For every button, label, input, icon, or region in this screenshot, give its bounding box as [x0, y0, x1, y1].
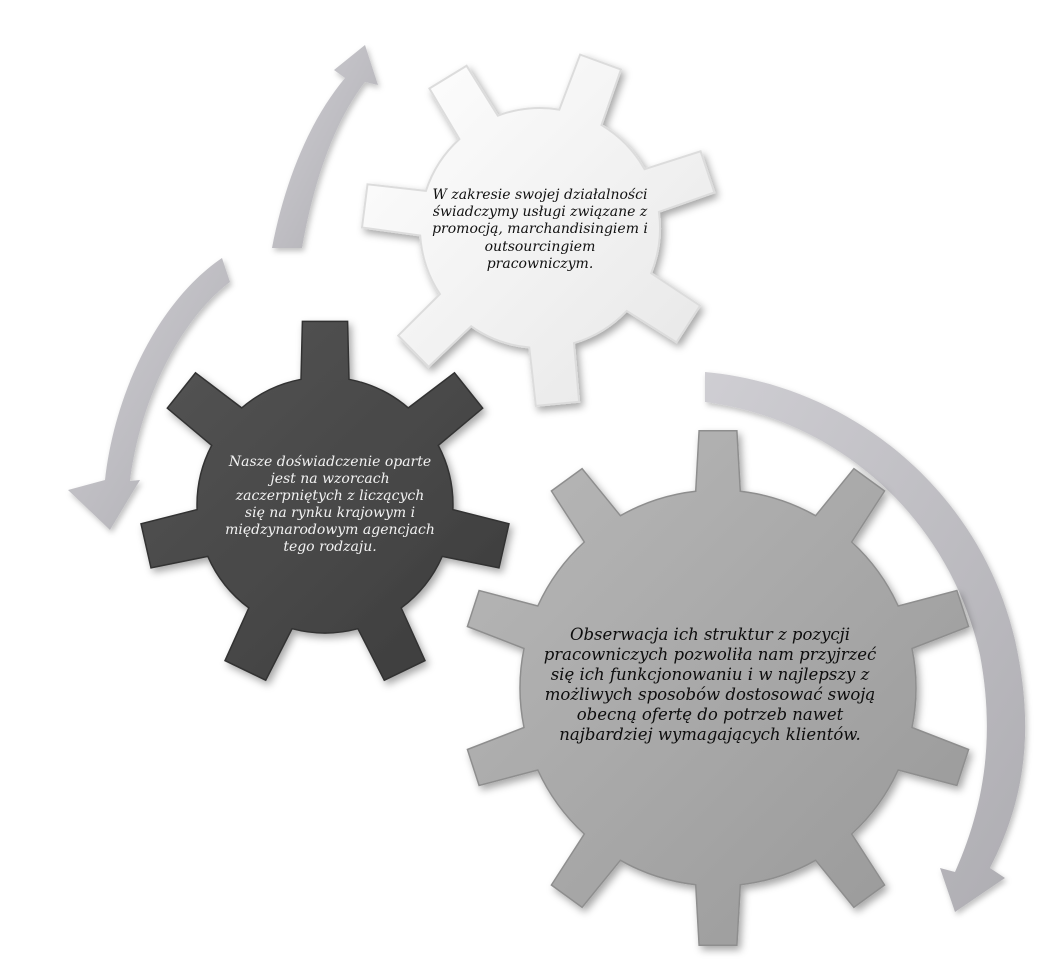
- arrow-top: [272, 45, 378, 248]
- gear-big-text: Obserwacja ich struktur z pozycji pracow…: [543, 624, 877, 745]
- arrow-left: [68, 258, 230, 530]
- cycle-arrows: [68, 45, 1026, 912]
- arrow-right: [705, 372, 1026, 912]
- gear-top-text: W zakresie swojej działalności świadczym…: [432, 187, 648, 272]
- gear-top: [360, 53, 716, 407]
- gear-left-text: Nasze doświadczenie oparte jest na wzorc…: [225, 453, 435, 556]
- gear-big: [466, 429, 970, 947]
- gear-left: [140, 320, 510, 682]
